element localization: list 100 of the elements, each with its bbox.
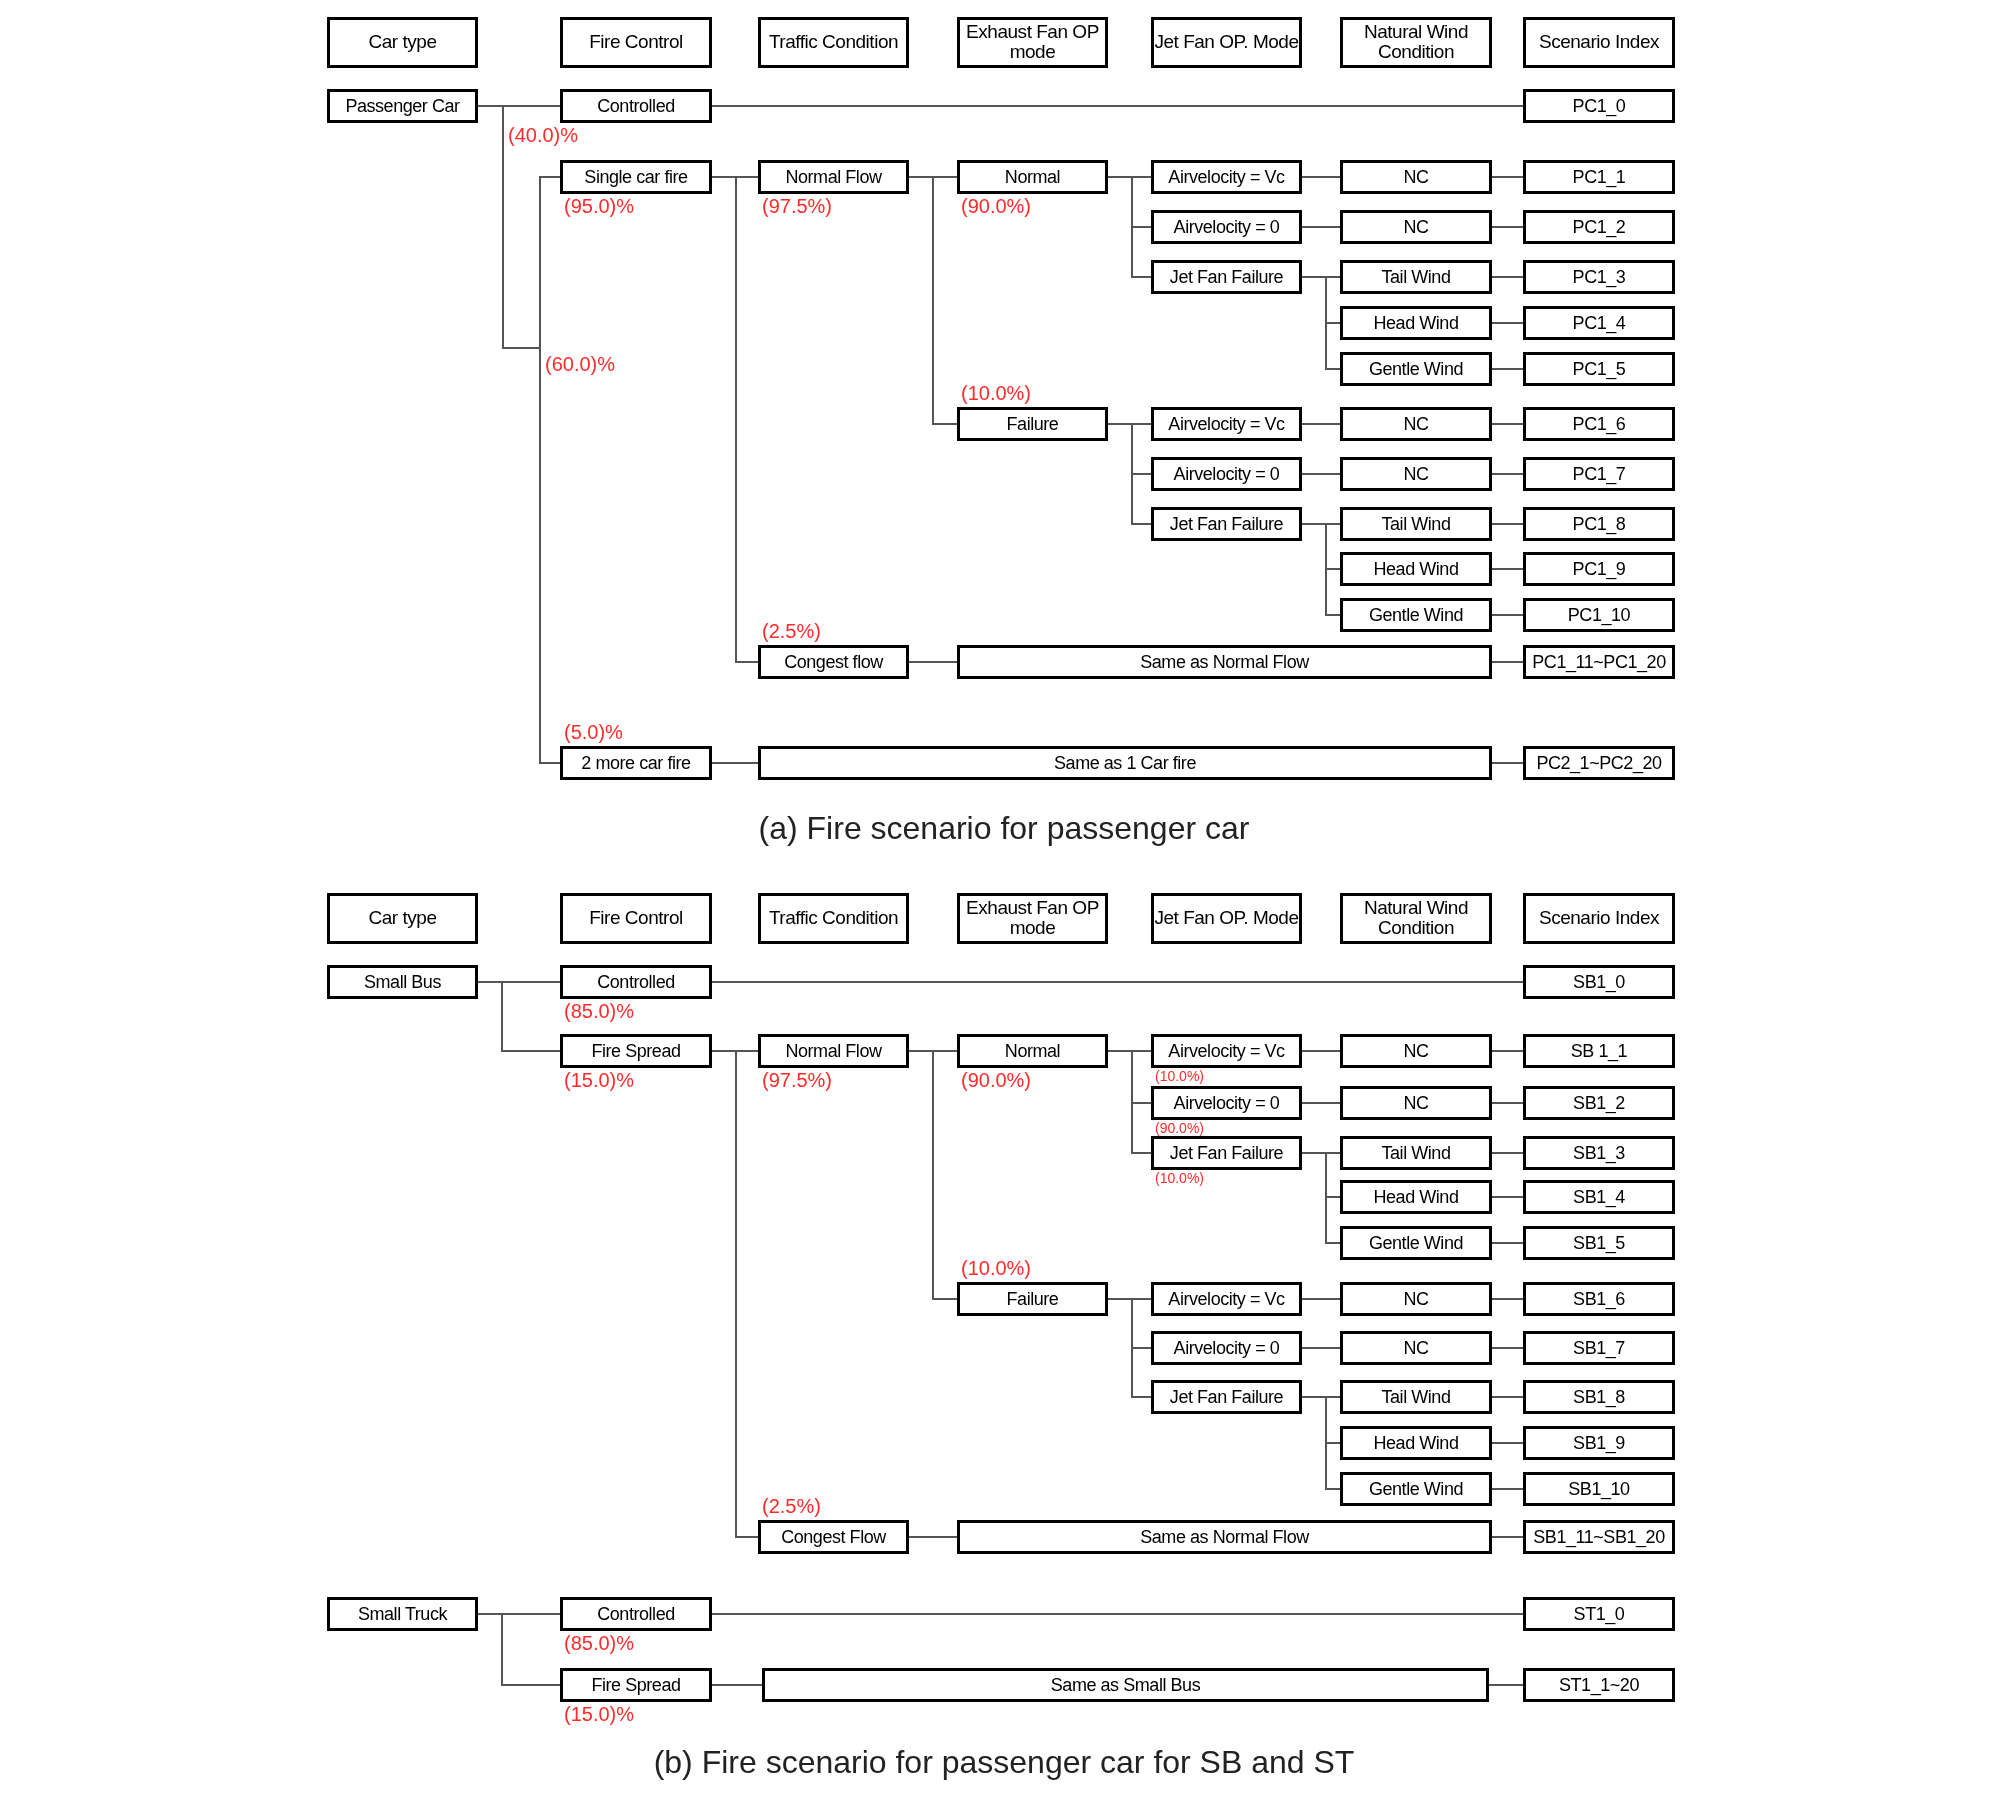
node-box xyxy=(327,89,478,123)
node-box xyxy=(1523,1226,1675,1260)
node-box xyxy=(1523,746,1675,780)
node-box xyxy=(1523,1380,1675,1414)
node-label: NC xyxy=(1403,1289,1429,1309)
node-label: Passenger Car xyxy=(345,96,460,116)
node-label: SB1_3 xyxy=(1573,1143,1625,1163)
node-box xyxy=(1151,1034,1302,1068)
node-box xyxy=(560,89,712,123)
node-box xyxy=(1340,1331,1492,1365)
connector-line xyxy=(1491,1102,1524,1104)
node-box xyxy=(1523,1086,1675,1120)
node-label: Head Wind xyxy=(1373,1433,1459,1453)
node-label: Airvelocity = 0 xyxy=(1173,1093,1280,1113)
node-label: Normal Flow xyxy=(785,1041,882,1061)
node-label: Tail Wind xyxy=(1381,1387,1451,1407)
node-label: Fire Control xyxy=(589,32,683,52)
connector-line xyxy=(1301,1298,1341,1300)
column-header-box xyxy=(1151,892,1302,944)
node-label: Exhaust Fan OP mode xyxy=(965,898,1100,938)
connector-line xyxy=(1491,226,1524,228)
connector-line xyxy=(1491,568,1524,570)
node-label: Tail Wind xyxy=(1381,1143,1451,1163)
node-label: PC1_1 xyxy=(1572,167,1626,187)
connector-line xyxy=(477,1613,561,1686)
node-label: SB1_2 xyxy=(1573,1093,1625,1113)
node-label: SB1_8 xyxy=(1573,1387,1625,1407)
connector-line xyxy=(1491,762,1524,764)
node-label: PC1_3 xyxy=(1572,267,1626,287)
node-label: SB1_0 xyxy=(1573,972,1625,992)
node-label: Airvelocity = Vc xyxy=(1168,1289,1285,1309)
connector-line xyxy=(1301,1396,1341,1490)
node-box xyxy=(1523,645,1675,679)
node-box xyxy=(560,746,712,780)
node-box xyxy=(1151,210,1302,244)
node-label: NC xyxy=(1403,167,1429,187)
node-label: Small Truck xyxy=(357,1604,448,1624)
connector-line xyxy=(1491,368,1524,370)
node-box xyxy=(1523,1597,1675,1631)
node-box xyxy=(560,1597,712,1631)
connector-line xyxy=(908,1050,958,1300)
node-box xyxy=(1151,260,1302,294)
node-label: Jet Fan Failure xyxy=(1169,514,1284,534)
node-box xyxy=(1523,1331,1675,1365)
connector-line xyxy=(711,105,1524,107)
column-header-box xyxy=(758,892,909,944)
connector-line xyxy=(908,661,958,663)
node-label: PC1_2 xyxy=(1572,217,1626,237)
node-box xyxy=(1151,1282,1302,1316)
connector-line xyxy=(1301,176,1341,178)
connector-line xyxy=(711,762,759,764)
connector-line xyxy=(1491,1242,1524,1244)
node-label: Scenario Index xyxy=(1538,908,1660,928)
percentage-label: (90.0%) xyxy=(961,195,1032,217)
node-box xyxy=(957,407,1108,441)
node-box xyxy=(1523,552,1675,586)
connector-line xyxy=(1491,1050,1524,1052)
node-label: PC1_5 xyxy=(1572,359,1626,379)
node-label: Exhaust Fan OP mode xyxy=(965,22,1100,62)
node-box xyxy=(1523,306,1675,340)
node-label: SB1_4 xyxy=(1573,1187,1625,1207)
merged-box xyxy=(762,1668,1489,1702)
node-label: Normal Flow xyxy=(785,167,882,187)
node-label: SB1_11~SB1_20 xyxy=(1533,1527,1665,1547)
column-header-box xyxy=(1151,16,1302,68)
node-box xyxy=(1523,260,1675,294)
percentage-label: (97.5%) xyxy=(762,1069,833,1091)
connector-line xyxy=(1301,1152,1341,1244)
node-box xyxy=(560,1668,712,1702)
connector-line xyxy=(1491,661,1524,663)
node-label: Scenario Index xyxy=(1538,32,1660,52)
connector-line xyxy=(1491,1298,1524,1300)
connector-line xyxy=(1301,1347,1341,1349)
connector-line xyxy=(1107,176,1152,278)
node-label: Airvelocity = Vc xyxy=(1168,1041,1285,1061)
connector-line xyxy=(1301,1102,1341,1104)
column-header-box xyxy=(957,892,1108,944)
connector-line xyxy=(1491,1396,1524,1398)
connector-line xyxy=(1491,276,1524,278)
connector-line xyxy=(1491,1196,1524,1198)
node-label: Car type xyxy=(368,908,437,928)
node-box xyxy=(1523,407,1675,441)
percentage-label: (15.0)% xyxy=(564,1069,635,1091)
node-box xyxy=(1340,1086,1492,1120)
connector-line xyxy=(1107,1050,1152,1154)
column-header-box xyxy=(560,16,712,68)
percentage-label: (2.5%) xyxy=(762,1495,821,1517)
node-label: NC xyxy=(1403,464,1429,484)
node-label: NC xyxy=(1403,1041,1429,1061)
connector-line xyxy=(477,981,561,1052)
node-label: PC1_0 xyxy=(1572,96,1626,116)
node-label: SB1_7 xyxy=(1573,1338,1625,1358)
node-box xyxy=(1523,965,1675,999)
node-box xyxy=(1340,507,1492,541)
node-label: Tail Wind xyxy=(1381,267,1451,287)
node-label: Fire Spread xyxy=(591,1041,681,1061)
node-box xyxy=(1340,1136,1492,1170)
node-box xyxy=(1340,160,1492,194)
connector-line xyxy=(908,1536,958,1538)
percentage-label: (90.0%) xyxy=(961,1069,1032,1091)
